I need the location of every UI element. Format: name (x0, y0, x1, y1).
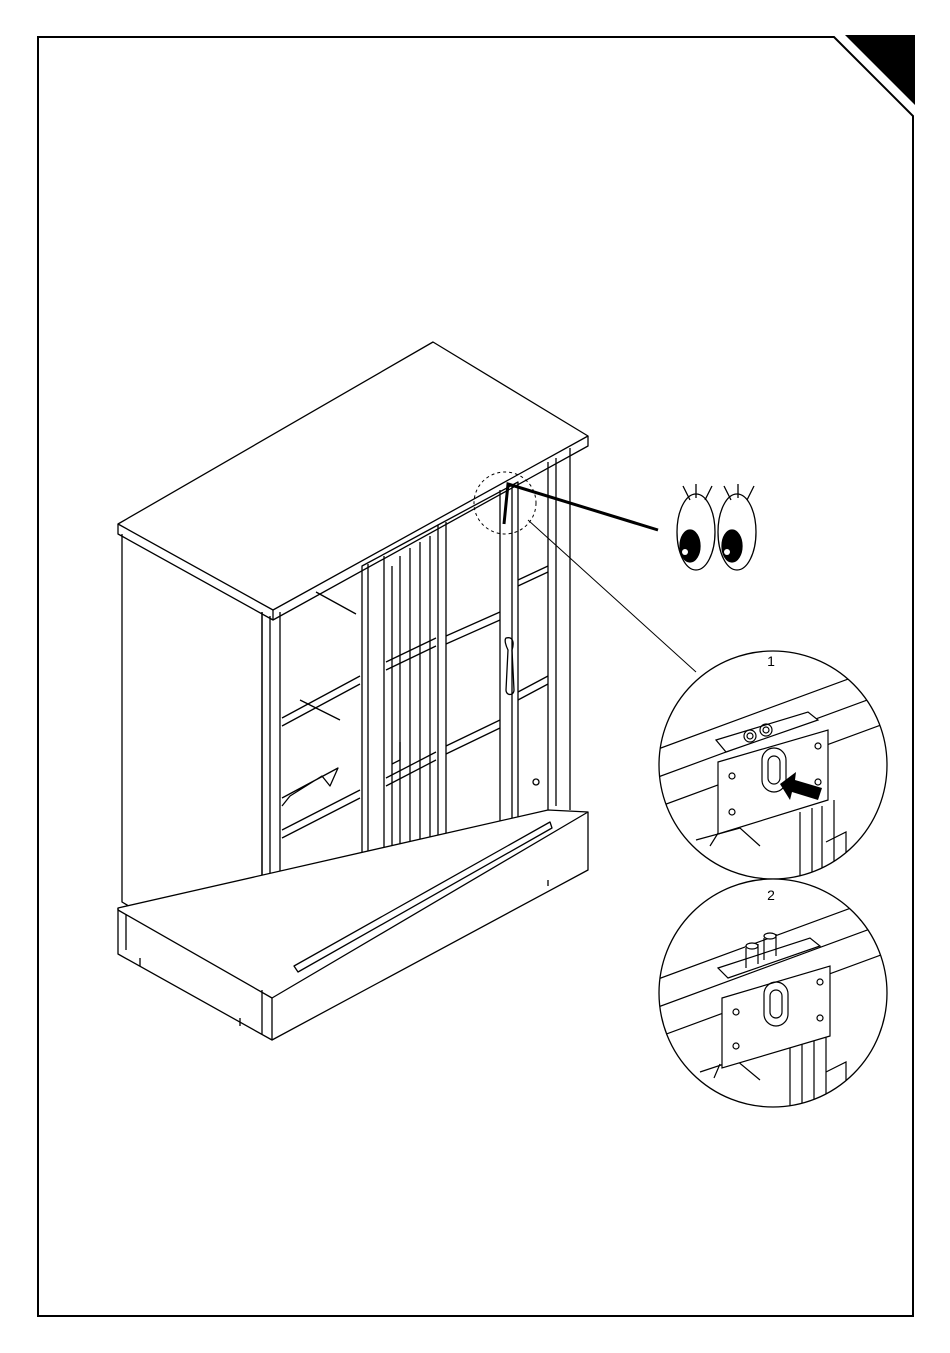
eyes-icon (677, 484, 756, 570)
attention-pointer-line (504, 484, 658, 530)
detail-view-2: 2 (650, 879, 900, 1120)
detail-leader-line (528, 520, 696, 672)
corner-tab (845, 35, 915, 105)
door-handle (505, 638, 514, 695)
detail-step-number-2: 2 (767, 887, 775, 903)
cabinet-base-top (118, 810, 588, 998)
cabinet-illustration (118, 342, 588, 1040)
detail-step-number-1: 1 (767, 653, 775, 669)
door-right (438, 482, 518, 870)
detail-view-1: 1 (650, 651, 900, 900)
